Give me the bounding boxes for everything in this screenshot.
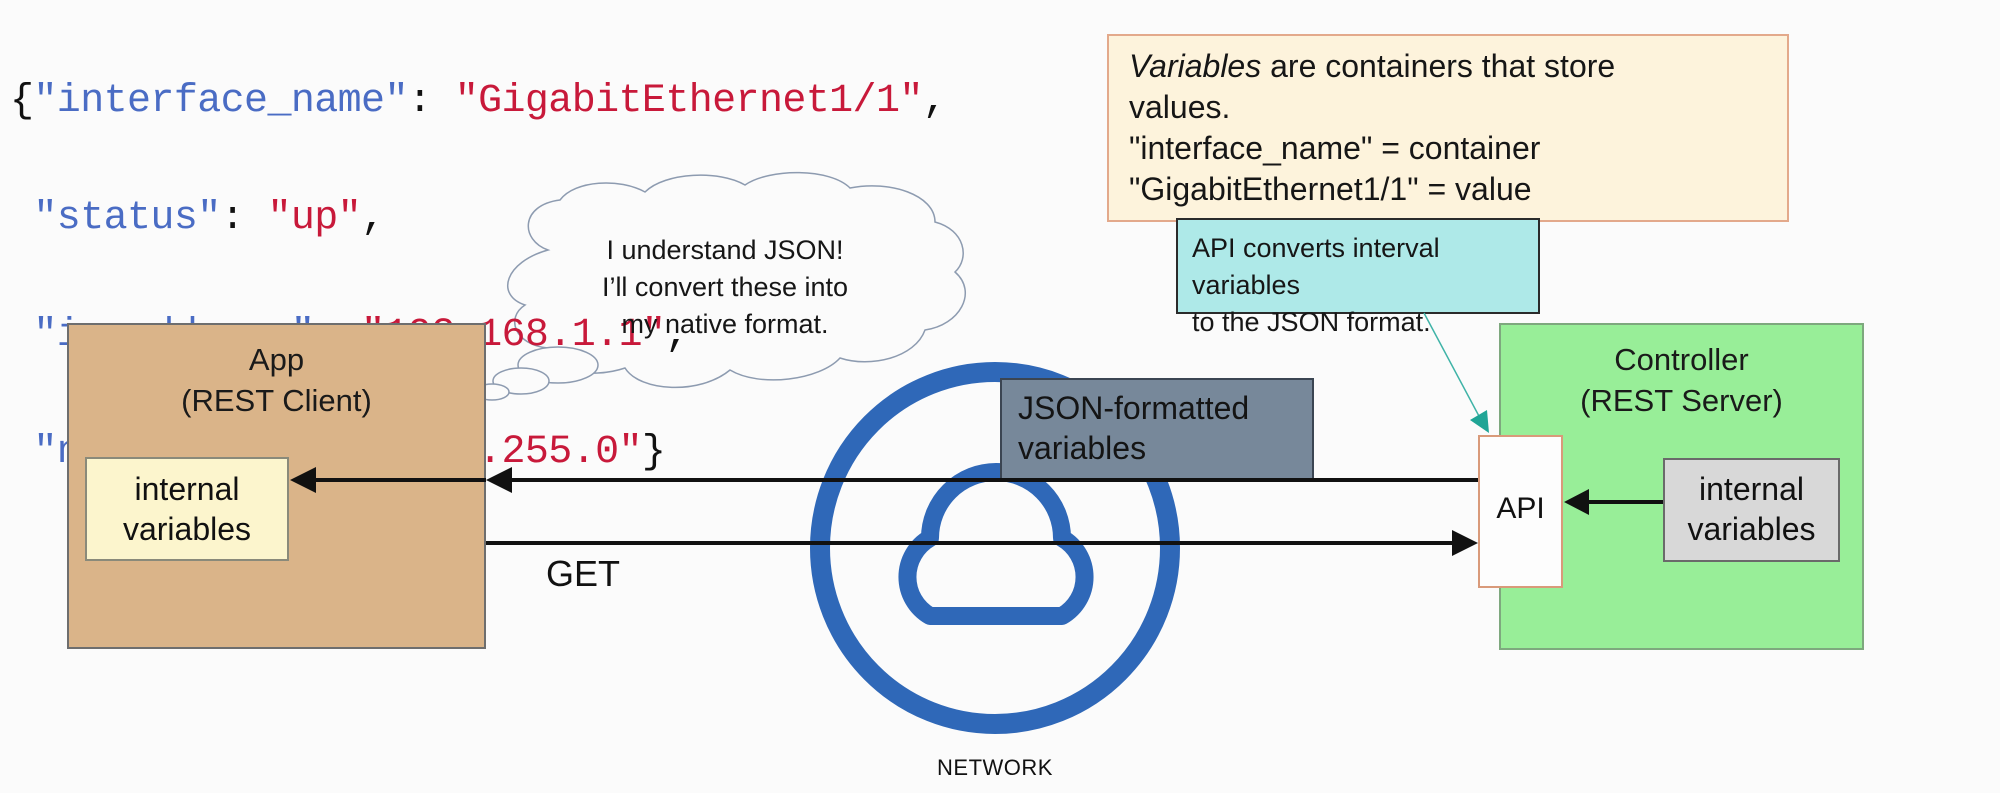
json-indent [10, 430, 33, 475]
thought-line: my native format. [621, 309, 829, 339]
json-indent [10, 196, 33, 241]
json-punct: , [665, 313, 689, 358]
note-line: "interface_name" = container [1129, 130, 1541, 166]
thought-bubble-text: I understand JSON! I’ll convert these in… [560, 232, 890, 343]
json-key: "interface_name" [33, 79, 408, 124]
controller-title: Controller (REST Server) [1501, 339, 1862, 421]
json-punct: , [922, 79, 947, 124]
payload-line: JSON-formatted [1018, 390, 1250, 426]
json-line: "status": "up", [10, 196, 946, 241]
api-note-line: to the JSON format. [1192, 307, 1431, 337]
app-internal-variables: internal variables [85, 457, 289, 561]
note-line: Variables are containers that store [1129, 46, 1787, 87]
get-request-label: GET [546, 553, 621, 594]
controller-internal-variables: internal variables [1663, 458, 1840, 562]
json-punct: } [641, 430, 666, 475]
app-title: App (REST Client) [69, 339, 484, 421]
controller-subtitle: (REST Server) [1580, 383, 1783, 418]
note-text: are containers that store [1261, 48, 1616, 84]
json-indent [10, 313, 33, 358]
note-line: values. [1129, 89, 1231, 125]
variables-note: Variables are containers that store valu… [1107, 34, 1789, 222]
thought-line: I understand JSON! [606, 235, 844, 265]
label: internal [134, 471, 240, 507]
json-line: {"interface_name": "GigabitEthernet1/1", [10, 79, 947, 124]
json-brace: { [10, 79, 34, 124]
payload-line: variables [1018, 430, 1147, 466]
note-emphasis: Variables [1129, 48, 1262, 84]
json-separator: : [220, 196, 268, 241]
api-conversion-note: API converts interval variables to the J… [1176, 218, 1540, 337]
app-title-text: App [248, 342, 305, 377]
thought-line: I’ll convert these into [601, 272, 849, 302]
api-label: API [1496, 492, 1545, 525]
api-note-line: API converts interval variables [1192, 233, 1440, 300]
note-line: "GigabitEthernet1/1" = value [1129, 171, 1532, 207]
controller-title-text: Controller [1614, 342, 1749, 377]
network-circle [810, 362, 1180, 734]
thought-bubble [474, 171, 966, 401]
label: variables [122, 511, 252, 547]
label: internal [1699, 471, 1804, 507]
json-punct: , [361, 196, 385, 241]
json-key: "status" [33, 196, 221, 241]
json-value: "GigabitEthernet1/1" [454, 79, 924, 124]
network-label: NETWORK [937, 755, 1053, 780]
json-separator: : [407, 79, 455, 124]
label: variables [1687, 511, 1816, 547]
api-box: API [1478, 435, 1563, 588]
app-subtitle: (REST Client) [181, 383, 372, 418]
json-payload-label: JSON-formatted variables [1000, 378, 1314, 480]
json-value: "up" [267, 196, 362, 241]
